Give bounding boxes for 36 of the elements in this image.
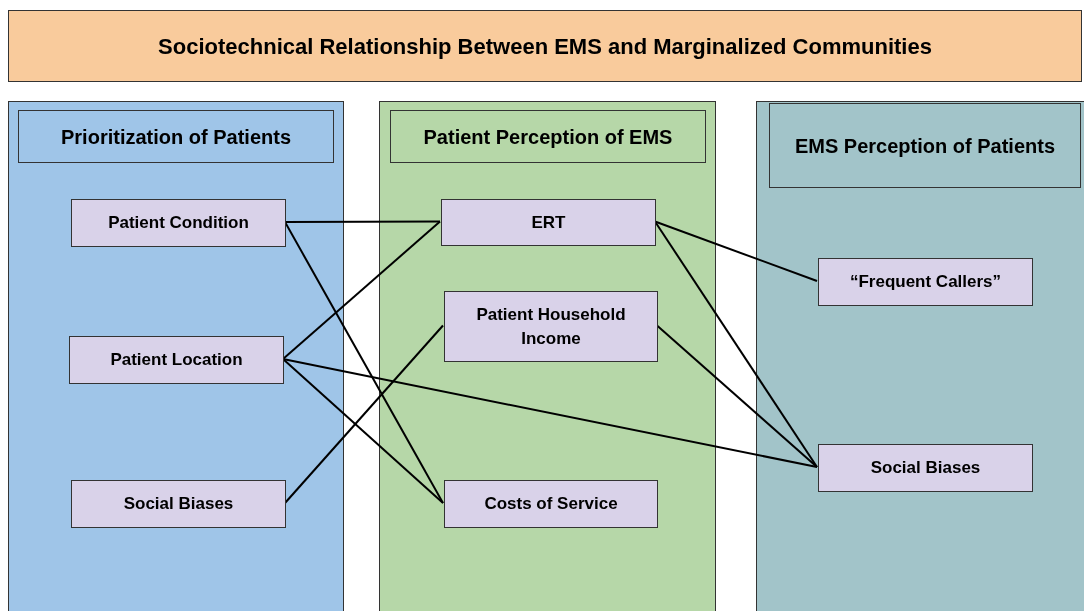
factor-label: ERT <box>531 211 566 234</box>
heading-text: Patient Perception of EMS <box>423 124 673 150</box>
factor-box <box>71 199 286 247</box>
factor-box <box>818 444 1033 492</box>
factor-label: Social Biases <box>870 457 981 479</box>
column-panel <box>756 101 1084 611</box>
connector-line <box>282 358 818 468</box>
connector-line <box>282 220 441 360</box>
connector-line <box>654 220 818 282</box>
factor-label: Social Biases <box>123 493 234 515</box>
connector-line <box>284 221 444 504</box>
factor-box <box>444 480 658 528</box>
column-heading-box <box>769 103 1081 188</box>
column-panel <box>8 101 344 611</box>
factor-label: Patient Household Income <box>475 303 627 350</box>
factor-box <box>69 336 284 384</box>
heading-text: EMS Perception of Patients <box>794 133 1056 159</box>
factor-box <box>818 258 1033 306</box>
column-panel <box>379 101 716 611</box>
factor-box <box>441 199 656 246</box>
factor-label: Patient Location <box>110 349 243 371</box>
factor-box <box>444 291 658 362</box>
connector-line <box>282 358 444 504</box>
factor-label: “Frequent Callers” <box>849 271 1002 293</box>
factor-label: Costs of Service <box>484 493 618 515</box>
heading-text: Prioritization of Patients <box>61 124 291 150</box>
column-heading-box <box>18 110 334 163</box>
connector-line <box>284 220 441 223</box>
factor-box <box>71 480 286 528</box>
connector-line <box>656 324 818 468</box>
title-text: Sociotechnical Relationship Between EMS and Marginalized Communities <box>158 32 932 61</box>
connector-line <box>284 324 444 504</box>
title-banner <box>8 10 1082 82</box>
connector-line <box>654 220 818 468</box>
factor-label: Patient Condition <box>108 212 249 234</box>
column-heading-box <box>390 110 706 163</box>
